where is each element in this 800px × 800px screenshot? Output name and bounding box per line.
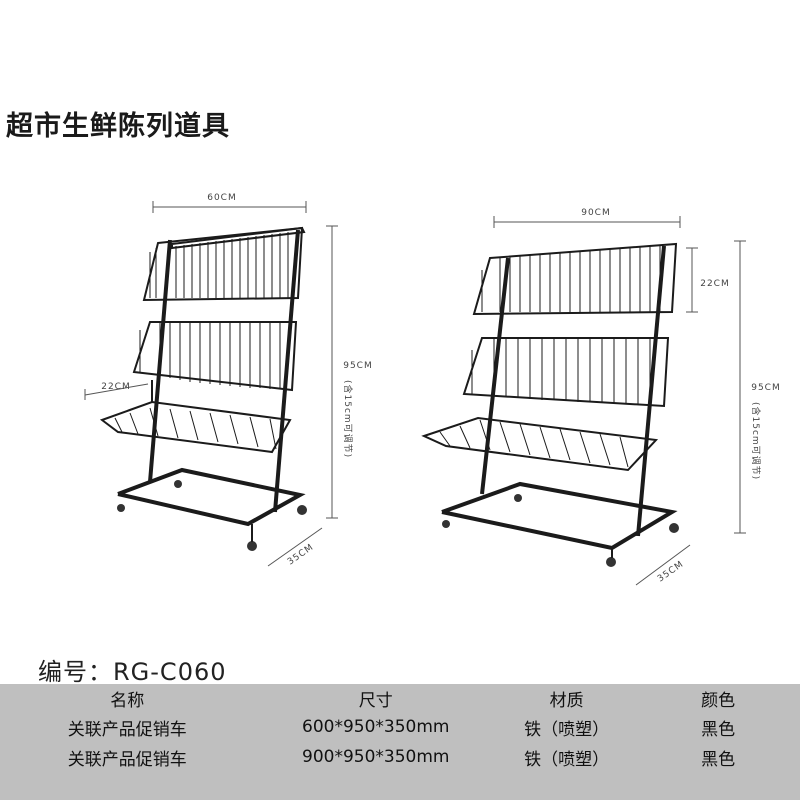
cell-size: 900*950*350mm — [302, 747, 450, 767]
spec-table-header: 名称 尺寸 材质 颜色 — [0, 684, 800, 712]
cell-name: 关联产品促销车 — [67, 749, 187, 770]
header-size: 尺寸 — [358, 690, 393, 711]
header-material: 材质 — [549, 690, 584, 711]
spec-table: 名称 尺寸 材质 颜色 关联产品促销车 600*950*350mm 铁（喷塑） … — [0, 684, 800, 772]
product-illustration: 60CM 95CM (含15cm可调节) 22CM 35CM — [84, 193, 781, 586]
table-row: 关联产品促销车 600*950*350mm 铁（喷塑） 黑色 — [0, 712, 800, 742]
cell-size: 600*950*350mm — [302, 717, 450, 737]
header-color: 颜色 — [701, 690, 736, 711]
left-depth-label: 35CM — [286, 542, 316, 567]
cell-name: 关联产品促销车 — [67, 719, 187, 740]
right-depth-label: 35CM — [656, 559, 686, 584]
header-name: 名称 — [110, 690, 145, 711]
cell-material: 铁（喷塑） — [524, 749, 610, 770]
table-row: 关联产品促销车 900*950*350mm 铁（喷塑） 黑色 — [0, 742, 800, 772]
product-code: 编号：RG-C060 — [38, 658, 227, 686]
right-rack-drawing: 90CM 22CM 95CM (含15cm可调节) 35CM — [421, 208, 781, 586]
left-width-label: 60CM — [207, 193, 237, 203]
left-rack-drawing: 60CM 95CM (含15cm可调节) 22CM 35CM — [84, 193, 373, 567]
cell-material: 铁（喷塑） — [524, 719, 610, 740]
cell-color: 黑色 — [701, 749, 736, 770]
cell-color: 黑色 — [701, 719, 736, 740]
left-height-note: (含15cm可调节) — [342, 380, 354, 458]
right-height-label: 95CM — [751, 383, 781, 393]
right-shelf-label: 22CM — [700, 279, 730, 289]
spec-table-panel: 名称 尺寸 材质 颜色 关联产品促销车 600*950*350mm 铁（喷塑） … — [0, 684, 800, 800]
right-height-note: (含15cm可调节) — [750, 402, 762, 480]
right-width-label: 90CM — [581, 208, 611, 218]
left-height-label: 95CM — [343, 361, 373, 371]
left-shelf-label: 22CM — [101, 382, 131, 392]
page-title: 超市生鲜陈列道具 — [6, 111, 230, 142]
